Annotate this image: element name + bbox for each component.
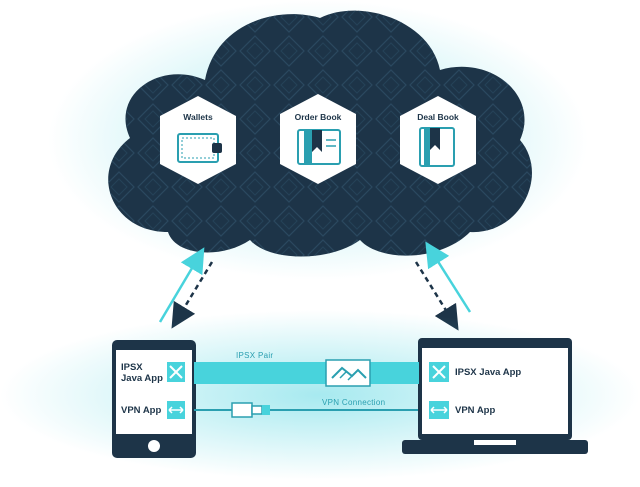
order-book-label: Order Book [294,112,342,122]
wallet-icon [177,133,222,163]
hex-deal-book [400,96,476,184]
hex-order-book [280,94,356,184]
wallets-label: Wallets [183,112,213,122]
handshake-icon [325,359,371,387]
vpn-connection-link [194,402,418,418]
deal-book-label: Deal Book [417,112,459,122]
laptop-ipsx-java-app-label: IPSX Java App [455,367,522,378]
vpn-connection-label: VPN Connection [322,398,386,407]
plug-icon [231,402,253,418]
ipsx-pair-label: IPSX Pair [236,351,274,360]
hex-wallets [160,96,236,184]
book-icon [419,127,455,167]
laptop [402,338,588,454]
phone-ipsx-java-app-label: IPSX Java App [121,362,163,384]
ipsx-pair-link [194,359,419,387]
phone [112,340,196,458]
laptop-vpn-app-label: VPN App [455,405,496,416]
book-icon [297,129,341,165]
phone-vpn-app-label: VPN App [121,405,162,416]
arrows-right [414,241,472,331]
arrows-left [158,247,214,329]
